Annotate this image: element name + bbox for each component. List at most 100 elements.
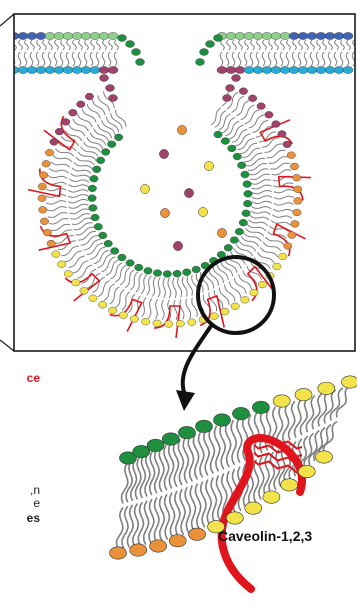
headgroup-neck [136, 59, 145, 66]
headgroup-outer-right [271, 32, 281, 39]
lumen-molecules [140, 125, 226, 250]
lipid-tail [263, 40, 267, 50]
lipid-tail [72, 168, 91, 174]
lipid-tail [97, 40, 101, 50]
headgroup-outer-right [298, 32, 308, 39]
magnified-headgroup-bottom [263, 491, 280, 503]
headgroup-inner-ring [89, 205, 97, 212]
magnified-tail [215, 426, 220, 472]
headgroup-inner-ring [241, 171, 249, 178]
headgroup-outer-ring [40, 218, 48, 225]
lipid-tail [251, 180, 271, 185]
lipid-tail [268, 52, 271, 66]
lipid-tail [251, 40, 255, 50]
lipid-tail [78, 231, 96, 240]
lipid-tail [180, 299, 184, 319]
lipid-tail [142, 297, 147, 316]
headgroup-outer-ring [272, 121, 280, 128]
headgroup-outer-ring [72, 279, 80, 286]
lipid-tail [98, 281, 110, 297]
headgroup-outer-ring [89, 295, 97, 302]
headgroup-inner-ring [214, 131, 222, 138]
headgroup-outer-ring [250, 289, 258, 296]
lipid-tail [256, 52, 259, 66]
magnified-headgroup-top [318, 382, 335, 394]
lipid-tail [30, 52, 33, 66]
headgroup-inner-right [262, 66, 272, 73]
magnified-headgroup-bottom [281, 479, 298, 491]
headgroup-outer-ring [98, 301, 106, 308]
lumen-molecule [160, 208, 169, 217]
lipid-tail [293, 40, 297, 50]
lumen-molecule [173, 241, 182, 250]
lipid-tail [252, 191, 272, 194]
lipid-tail [90, 52, 93, 66]
headgroup-inner-right [226, 66, 236, 73]
headgroup-inner-left [63, 66, 73, 73]
magnified-tail [254, 460, 259, 503]
magnified-headgroup-top [295, 388, 312, 400]
lipid-tail [42, 52, 45, 66]
lipid-tail [305, 40, 309, 50]
headgroup-outer-ring [45, 149, 53, 156]
headgroup-inner-left [81, 66, 91, 73]
lipid-tail [163, 278, 165, 298]
lipid-tail [46, 188, 66, 190]
headgroup-neck [214, 35, 223, 42]
lipid-tail [69, 125, 85, 137]
lipid-tail [65, 251, 82, 262]
headgroup-outer-ring [257, 103, 265, 110]
lipid-tail [69, 185, 89, 187]
headgroup-inner-left [54, 66, 64, 73]
lipid-tail [47, 207, 67, 211]
lipid-tail [24, 52, 27, 66]
partial-text-line-1: ce [0, 372, 40, 385]
headgroup-outer-ring [278, 131, 286, 138]
lipid-tail [36, 52, 39, 66]
magnified-headgroup-bottom [150, 540, 167, 552]
headgroup-inner-ring [99, 232, 107, 239]
headgroup-outer-left [45, 32, 55, 39]
lipid-tail [260, 247, 277, 257]
headgroup-inner-ring [244, 190, 252, 197]
lumen-molecule [177, 125, 186, 134]
zoom-arrowhead [176, 390, 195, 411]
caveolin-proteins [28, 116, 311, 338]
headgroup-inner-right [253, 66, 263, 73]
perspective-line-top [0, 14, 14, 26]
partial-text-line-4: es [0, 512, 40, 525]
headgroup-outer-right [316, 32, 326, 39]
magnified-headgroup-top [252, 401, 269, 413]
magnified-tail [337, 386, 351, 418]
headgroup-outer-ring [55, 128, 63, 135]
lipid-tail [78, 152, 96, 161]
headgroup-inner-ring [237, 162, 245, 169]
headgroup-inner-left [108, 66, 118, 73]
headgroup-neck-outer [109, 95, 118, 102]
lipid-tail [246, 158, 265, 166]
lipid-tail [227, 40, 231, 50]
headgroup-inner-right [316, 66, 326, 73]
lipid-tail [68, 199, 88, 203]
headgroup-neck [126, 41, 135, 48]
lipid-tail [274, 203, 294, 205]
headgroup-inner-ring [230, 237, 238, 244]
headgroup-outer-right [280, 32, 290, 39]
headgroup-outer-ring [231, 303, 239, 310]
lipid-tail [186, 299, 191, 319]
headgroup-inner-left [90, 66, 100, 73]
headgroup-inner-ring [135, 264, 143, 271]
headgroup-outer-ring [153, 320, 161, 327]
magnified-tail [217, 475, 222, 521]
headgroup-inner-right [280, 66, 290, 73]
headgroup-inner-right [307, 66, 317, 73]
headgroup-outer-ring [52, 251, 60, 258]
magnified-headgroup-top [195, 420, 212, 432]
lumen-molecule [198, 207, 207, 216]
headgroup-inner-ring [144, 267, 152, 274]
lipid-tail [69, 256, 85, 268]
headgroup-outer-right [343, 32, 353, 39]
headgroup-inner-ring [104, 240, 112, 247]
lipid-tail [69, 209, 89, 214]
headgroup-inner-ring [96, 157, 104, 164]
